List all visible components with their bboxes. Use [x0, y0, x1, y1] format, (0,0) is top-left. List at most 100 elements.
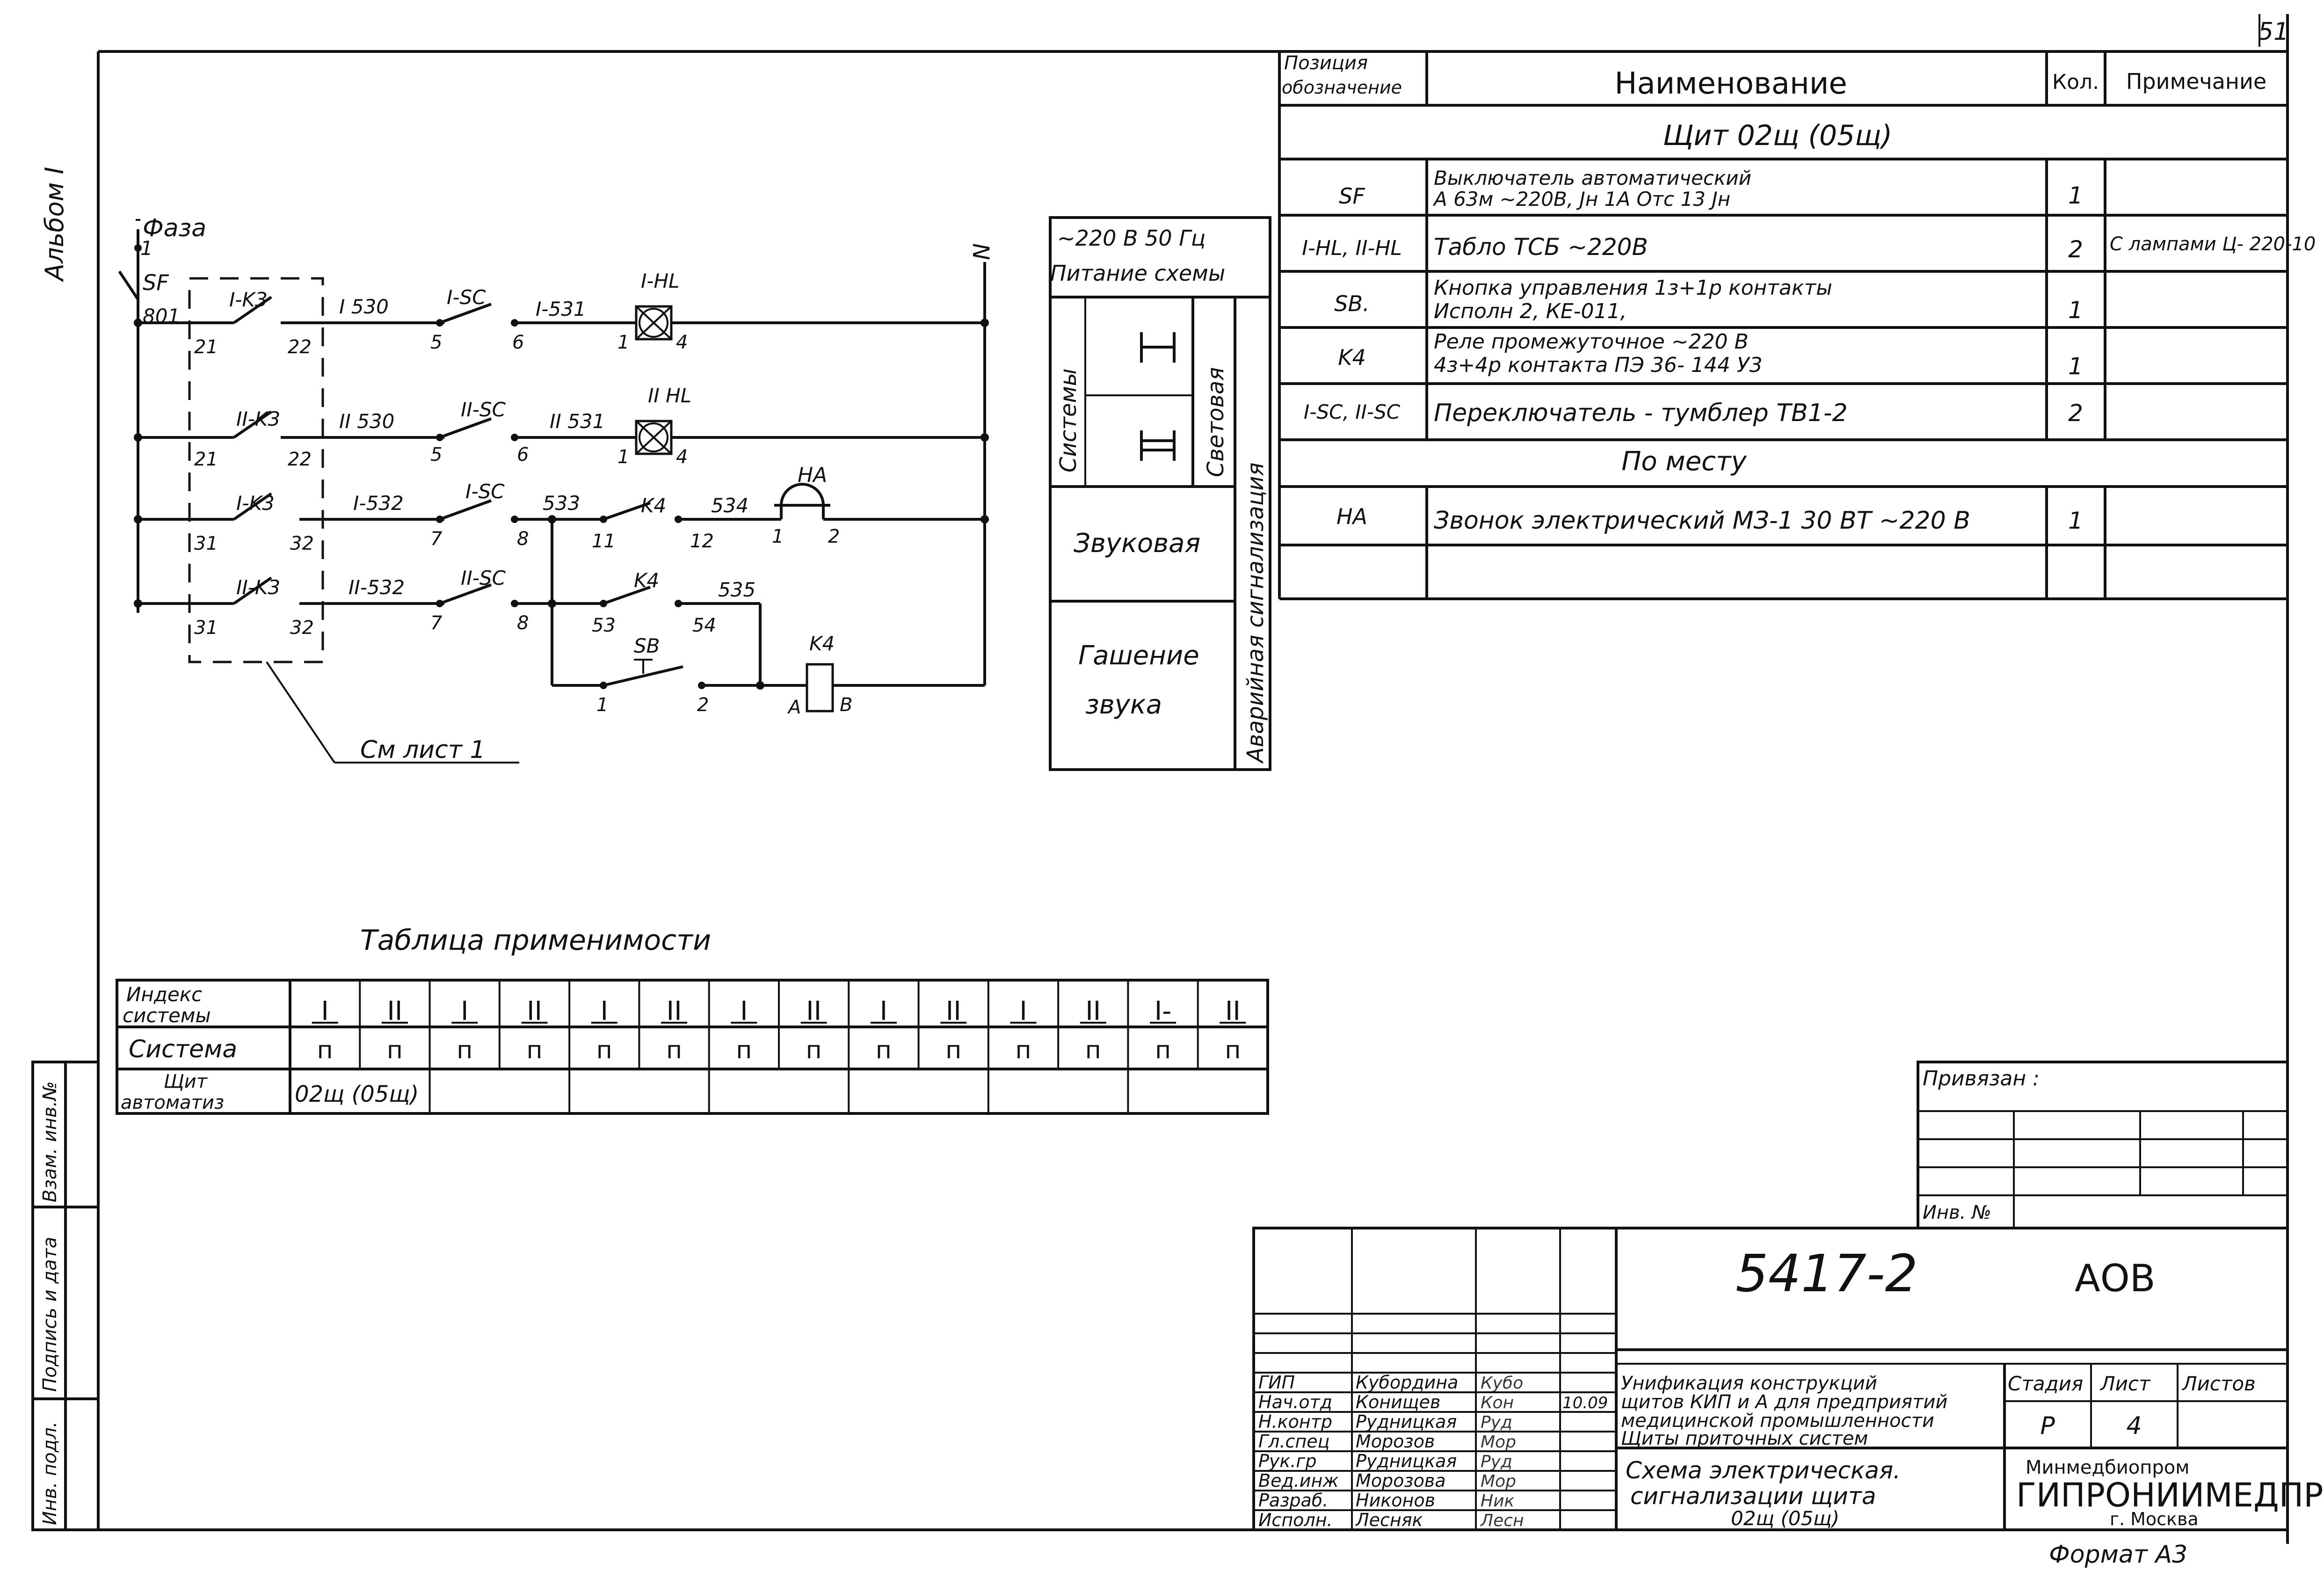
lamp-1-pin-4: 4: [676, 332, 688, 353]
app-system-cell: п: [457, 1036, 472, 1064]
sheet-header: Лист: [2099, 1372, 2151, 1395]
org-ministry: Минмедбиопром: [2026, 1457, 2189, 1478]
spec-row: I-HL, II-HL Табло ТСБ ~220В 2 С лампами …: [1302, 233, 2316, 263]
lamp-1-pin-1: 1: [617, 332, 629, 353]
k3-4-label: II-K3: [236, 576, 280, 599]
app-system-cell: п: [666, 1036, 682, 1064]
spec-row-pos: I-SC, II-SC: [1304, 400, 1401, 423]
sheets-header: Листов: [2181, 1372, 2256, 1395]
node-5-b: 5: [430, 444, 442, 465]
app-index-cell: II: [1225, 996, 1241, 1026]
page-number: 51: [2258, 18, 2289, 46]
wire-533: 533: [543, 492, 580, 515]
stamp-name: Лесняк: [1355, 1510, 1423, 1530]
wire-532-b: II-532: [349, 576, 405, 599]
spec-row-name: Звонок электрический МЗ-1 30 ВТ ~220 В: [1434, 507, 1970, 535]
spec-row: SF Выключатель автоматический А 63м ~220…: [1339, 167, 2083, 211]
stamp-signature: Мор: [1481, 1472, 1516, 1491]
contact-21-a: 21: [194, 336, 218, 358]
app-index-cell: I: [880, 996, 888, 1026]
stamp-role: Гл.спец: [1258, 1431, 1330, 1452]
circuit-row-5: SB 1 2 K4 A B: [552, 632, 985, 718]
legend-light: Световая: [1203, 367, 1229, 477]
format-label: Формат А3: [2049, 1541, 2187, 1569]
app-index-cell: I: [740, 996, 748, 1026]
side-label-replace-inv: Взам. инв.№: [39, 1081, 61, 1202]
spec-row-qty: 1: [2068, 297, 2083, 324]
node-5-a: 5: [430, 332, 442, 353]
spec-row-qty: 2: [2068, 400, 2083, 427]
node-6-a: 6: [512, 332, 524, 353]
spec-header-pos-1: Позиция: [1284, 52, 1368, 74]
stamp-signature: Руд: [1481, 1452, 1512, 1471]
neutral-label: N: [967, 243, 994, 260]
spec-header-name: Наименование: [1614, 66, 1847, 101]
function-legend: ~220 В 50 Гц Питание схемы Системы Свето…: [1049, 216, 1271, 771]
spec-row-qty: 1: [2068, 353, 2083, 380]
node-7-a: 7: [430, 528, 443, 550]
legend-supply: ~220 В 50 Гц: [1057, 225, 1206, 251]
stage-header: Стадия: [2008, 1372, 2083, 1395]
hl-1-label: I-HL: [641, 269, 680, 292]
sf-label: SF: [143, 270, 169, 295]
k4-coil-label: K4: [809, 632, 835, 655]
app-system-cell: п: [1085, 1036, 1101, 1064]
wire-531-a: I-531: [536, 298, 586, 320]
spec-header-pos-2: обозначение: [1282, 77, 1402, 98]
circuit-row-4: II-K3 31 32 II-532 II-SC 7 8 K4 535 53 5…: [134, 519, 762, 685]
bell-pin-1: 1: [772, 526, 784, 547]
spec-row-name-2: А 63м ~220В, Jн 1А Отс 13 Jн: [1432, 188, 1730, 211]
k3-1-label: I-K3: [229, 288, 268, 311]
wire-534: 534: [711, 494, 748, 517]
stamp-signature: Ник: [1481, 1491, 1514, 1511]
sb-pin-1: 1: [596, 694, 608, 716]
drawing-title-line-1: Схема электрическая.: [1626, 1457, 1901, 1484]
document-code: 5417-2: [1736, 1244, 1918, 1303]
stamp-name: Конищев: [1356, 1392, 1440, 1412]
spec-row-name-2: Исполн 2, КЕ-011,: [1434, 299, 1627, 323]
spec-row-name-2: 4з+4р контакта ПЭ 36- 144 У3: [1434, 353, 1763, 377]
app-row-panel-label-2: автоматиз: [121, 1092, 224, 1113]
sheet-frame: 51 Формат А3 Альбом I: [40, 14, 2289, 1569]
legend-supply-label: Питание схемы: [1050, 261, 1225, 286]
lamp-2-pin-4: 4: [676, 446, 688, 468]
node-11: 11: [592, 531, 616, 552]
app-row-index-label: Индекс: [126, 983, 202, 1006]
inv-label: Инв. №: [1923, 1202, 1991, 1223]
app-index-cell: I-: [1155, 996, 1172, 1026]
node-53: 53: [592, 615, 616, 636]
bell-ha-label: HA: [798, 463, 827, 487]
spec-row-note: С лампами Ц- 220-10: [2110, 233, 2316, 255]
app-row-index-label-2: системы: [123, 1004, 211, 1027]
stamp-name: Рудницкая: [1356, 1451, 1457, 1471]
spec-row-pos: I-HL, II-HL: [1302, 236, 1402, 260]
org-city: г. Москва: [2110, 1509, 2199, 1529]
spec-row-name: Выключатель автоматический: [1434, 167, 1751, 189]
side-label-signature-date: Подпись и дата: [39, 1237, 61, 1392]
stamp-role: Разраб.: [1258, 1490, 1328, 1511]
app-index-cell: II: [946, 996, 961, 1026]
bound-block: Привязан : Инв. №: [1917, 1061, 2289, 1229]
stamp-signature: Кубо: [1481, 1374, 1523, 1393]
app-index-cell: II: [667, 996, 682, 1026]
legend-systems: Системы: [1055, 368, 1082, 473]
stamp-signature: Руд: [1481, 1413, 1512, 1432]
bell-pin-2: 2: [828, 526, 840, 547]
spec-row-qty: 1: [2068, 182, 2083, 209]
lamp-2-pin-1: 1: [617, 446, 629, 468]
spec-row-qty: 2: [2068, 236, 2083, 263]
node-6-b: 6: [517, 444, 529, 465]
legend-sound: Звуковая: [1074, 528, 1200, 559]
phase-num: 1: [140, 237, 153, 260]
contact-22-b: 22: [288, 449, 312, 470]
stamp-signature: Лесн: [1480, 1511, 1524, 1530]
app-system-cell: п: [876, 1036, 892, 1064]
app-system-cell: п: [1225, 1036, 1241, 1064]
app-index-cell: II: [806, 996, 821, 1026]
app-index-cell: I: [601, 996, 609, 1026]
node-7-b: 7: [430, 612, 443, 634]
project-title-line-3: медицинской промышленности: [1621, 1410, 1934, 1432]
sb-button-label: SB: [634, 634, 660, 657]
app-panel-value: 02щ (05щ): [295, 1081, 419, 1107]
